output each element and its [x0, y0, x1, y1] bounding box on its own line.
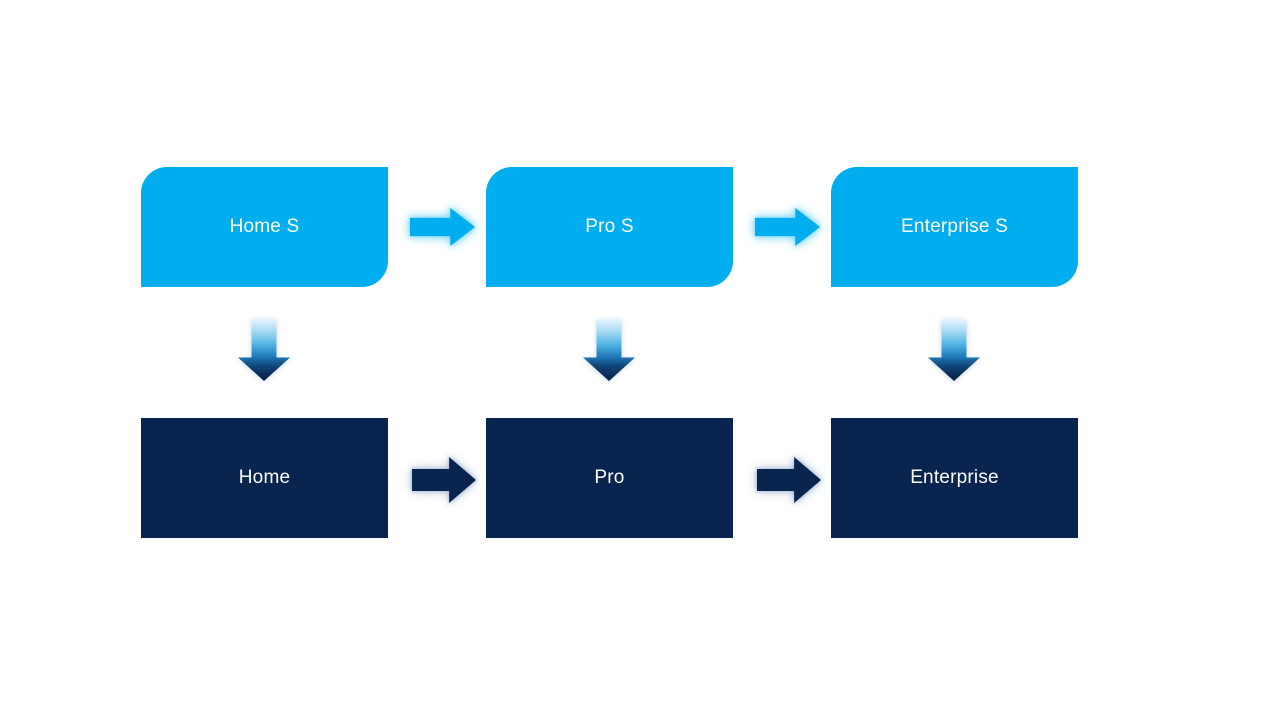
block-arrow-right-icon — [410, 208, 475, 246]
shape-enterprise-s: Enterprise S — [831, 167, 1078, 287]
block-arrow-right-shape — [412, 457, 476, 503]
block-arrow-down-icon — [583, 319, 635, 381]
block-arrow-right-shape — [755, 208, 820, 246]
block-arrow-right-shape — [410, 208, 475, 246]
shape-enterprise-s-label: Enterprise S — [901, 216, 1008, 237]
block-arrow-down-icon — [928, 319, 980, 381]
shape-enterprise: Enterprise — [831, 418, 1078, 538]
block-arrow-down-shape — [583, 319, 635, 381]
block-arrow-right-icon — [757, 457, 821, 503]
shape-home-s-label: Home S — [229, 216, 300, 237]
shape-enterprise-label: Enterprise — [910, 467, 999, 488]
block-arrow-down-shape — [238, 319, 290, 381]
block-arrow-down-shape — [928, 319, 980, 381]
shape-pro-s: Pro S — [486, 167, 733, 287]
shape-home-label: Home — [238, 467, 291, 488]
block-arrow-right-icon — [755, 208, 820, 246]
shape-home: Home — [141, 418, 388, 538]
shape-home-s: Home S — [141, 167, 388, 287]
shape-pro-label: Pro — [594, 467, 625, 488]
shape-pro: Pro — [486, 418, 733, 538]
shape-pro-s-label: Pro S — [585, 216, 634, 237]
block-arrow-right-shape — [757, 457, 821, 503]
block-arrow-down-icon — [238, 319, 290, 381]
block-arrow-right-icon — [412, 457, 476, 503]
